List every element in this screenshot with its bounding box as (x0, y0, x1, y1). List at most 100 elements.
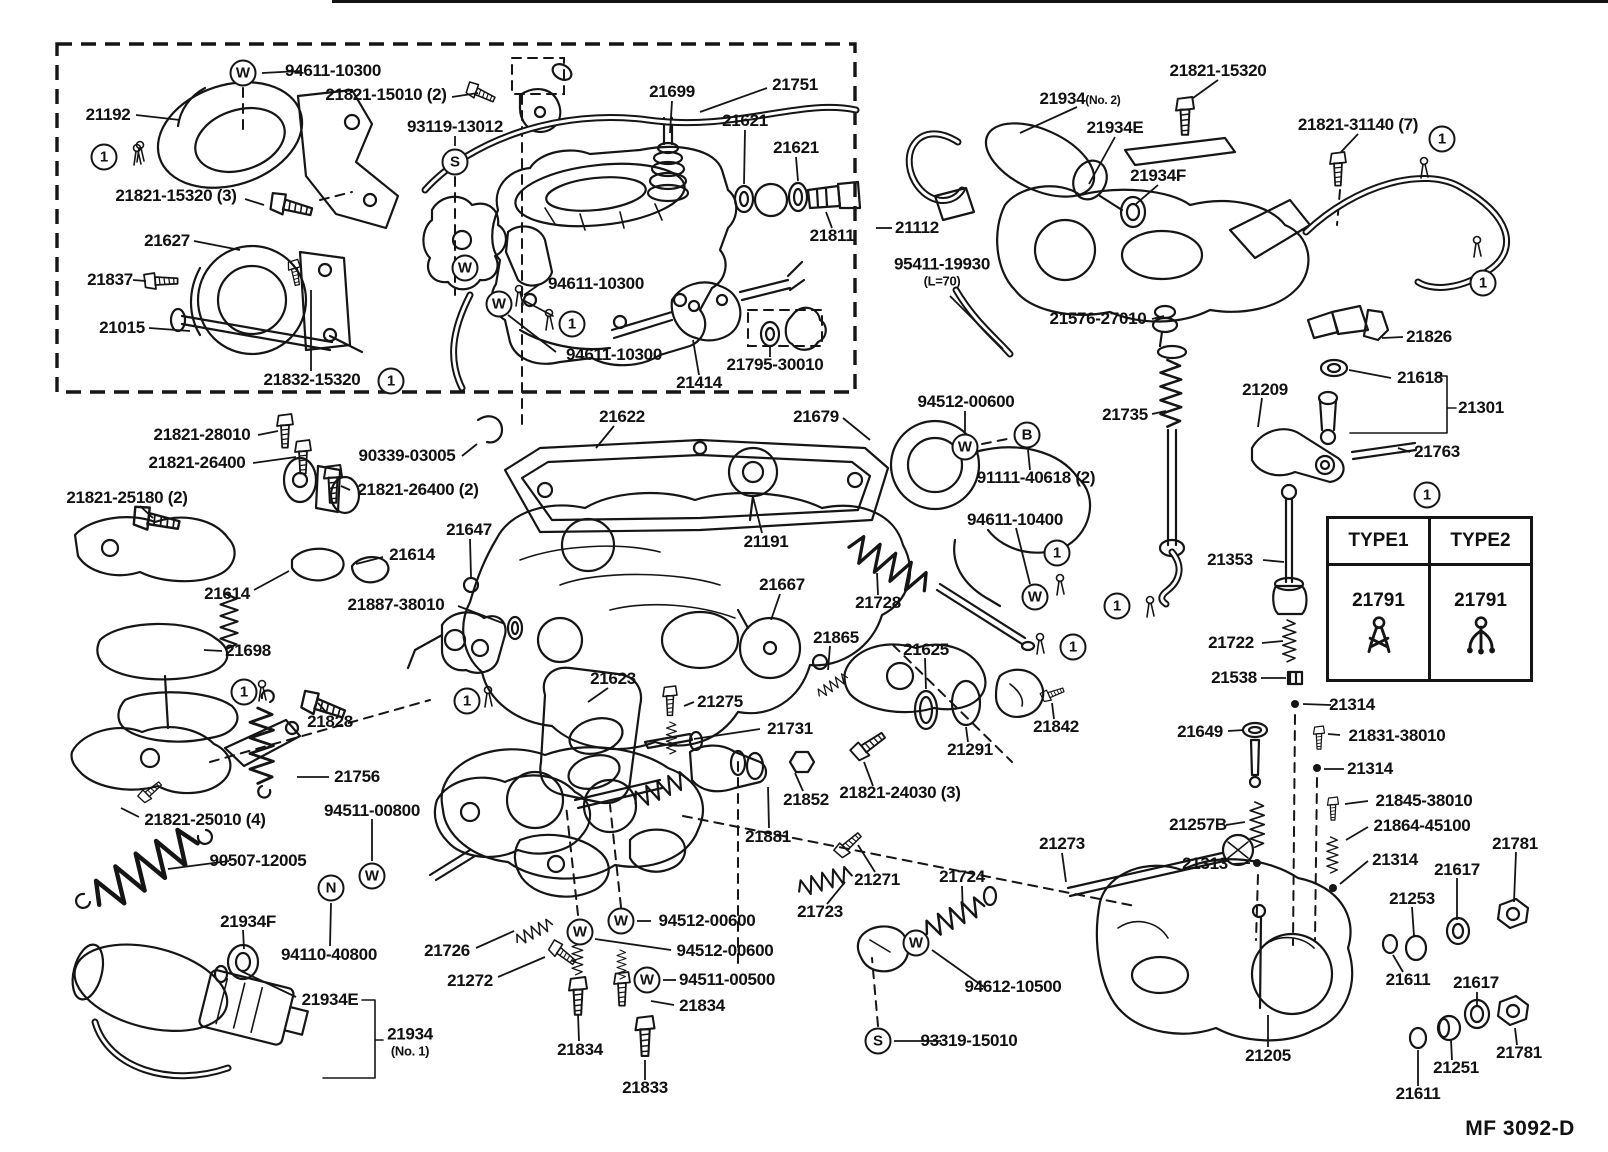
callout-number-1-icon: 1 (453, 687, 481, 715)
part-label: 21811 (809, 226, 855, 246)
part-label: 21832-15320 (263, 370, 361, 390)
part-label: 94611-10300 (548, 274, 644, 294)
part-label: 21699 (649, 82, 695, 102)
part-label: 21649 (1177, 722, 1223, 742)
part-label: 90507-12005 (209, 851, 307, 871)
part-label: 21538 (1211, 668, 1257, 688)
type2-part-number: 21791 (1454, 589, 1507, 611)
part-label: 21821-28010 (153, 425, 251, 445)
part-label: 21735 (1102, 405, 1148, 425)
part-label: 21209 (1242, 380, 1288, 400)
part-label: 21865 (813, 628, 859, 648)
part-label: 21272 (447, 971, 493, 991)
secondary-carburetor-group (905, 96, 1390, 348)
part-label: 93319-15010 (920, 1031, 1018, 1051)
part-label: 21763 (1414, 442, 1460, 462)
callout-letter-n-icon: N (317, 874, 345, 902)
part-label: 21781 (1492, 834, 1538, 854)
power-piston-group (1272, 483, 1308, 686)
part-label: 95411-19930(L=70) (894, 254, 990, 289)
callout-letter-w-icon: W (1021, 583, 1049, 611)
retainer-clip-type1-icon (1367, 615, 1390, 653)
throttle-linkage-group (70, 689, 664, 1079)
callout-number-1-icon: 1 (1428, 125, 1456, 153)
diagram-code: MF 3092-D (1465, 1117, 1575, 1140)
type-table-body-row: 21791 21791 (1329, 566, 1530, 679)
solenoid-valve-group (1156, 344, 1457, 558)
part-label: 21614 (389, 545, 435, 565)
part-label: 21833 (622, 1078, 668, 1098)
part-label: 21821-25180 (2) (66, 488, 188, 508)
part-label: 21205 (1245, 1046, 1291, 1066)
type1-header: TYPE1 (1329, 519, 1431, 563)
part-label: 21887-38010 (347, 595, 445, 615)
part-label: 21934(No. 1) (387, 1024, 433, 1059)
callout-number-1-icon: 1 (90, 143, 118, 171)
part-label: 21314 (1372, 850, 1418, 870)
callout-letter-w-icon: W (633, 966, 661, 994)
callout-letter-w-icon: W (229, 59, 257, 87)
retainer-clip-type2-icon (1466, 615, 1495, 654)
part-label: 21934F (1130, 166, 1186, 186)
part-label: 21617 (1434, 860, 1480, 880)
part-label: 21257B (1169, 815, 1227, 835)
part-label: 21622 (599, 407, 645, 427)
part-label: 21845-38010 (1375, 791, 1473, 811)
callout-letter-w-icon: W (451, 254, 479, 282)
part-label: 93119-13012 (407, 117, 503, 137)
part-label: 21821-25010 (4) (144, 810, 266, 830)
part-label: 21273 (1039, 834, 1085, 854)
callout-letter-w-icon: W (566, 918, 594, 946)
main-carburetor-body-group (428, 419, 1092, 882)
part-label: 21934E (301, 990, 359, 1010)
part-label: 21414 (676, 373, 722, 393)
callout-number-1-icon: 1 (377, 367, 405, 395)
callout-letter-w-icon: W (951, 433, 979, 461)
part-label: 21731 (767, 719, 813, 739)
part-label: 21576-27010 (1049, 309, 1147, 329)
part-label: 21842 (1033, 717, 1079, 737)
vacuum-diaphragm-group (135, 57, 573, 356)
callout-number-1-icon: 1 (1103, 592, 1131, 620)
choke-breaker-group (73, 413, 524, 743)
part-label: 21934F (220, 912, 276, 932)
callout-letter-w-icon: W (485, 290, 513, 318)
part-label: 21611 (1395, 1084, 1441, 1104)
part-label: 21826 (1406, 327, 1452, 347)
part-label: 91111-40618 (2) (976, 468, 1096, 488)
part-label: 94512-00600 (676, 941, 774, 961)
part-label: 21722 (1208, 633, 1254, 653)
part-label: 21271 (854, 870, 900, 890)
part-label: 21015 (99, 318, 145, 338)
part-label: 94512-00600 (658, 911, 756, 931)
callout-number-1-icon: 1 (558, 310, 586, 338)
part-label: 21795-30010 (726, 355, 824, 375)
callout-letter-w-icon: W (607, 907, 635, 935)
part-label: 21781 (1496, 1043, 1542, 1063)
part-label: 21698 (225, 641, 271, 661)
callout-number-1-icon: 1 (230, 678, 258, 706)
part-label: 21625 (903, 640, 949, 660)
part-label: 21864-45100 (1373, 816, 1471, 836)
part-label: 21313 (1182, 854, 1228, 874)
part-label: 21253 (1389, 889, 1435, 909)
part-label: 21618 (1397, 368, 1443, 388)
part-label: 21251 (1433, 1058, 1479, 1078)
part-label: 21627 (144, 231, 190, 251)
part-label: 21647 (446, 520, 492, 540)
part-label: 21191 (743, 532, 789, 552)
part-label: 90339-03005 (358, 446, 456, 466)
part-label: 21834 (557, 1040, 603, 1060)
part-label: 21821-15010 (2) (325, 85, 447, 105)
part-label: 21112 (895, 218, 939, 238)
part-label: 94611-10300 (285, 61, 381, 81)
callout-letter-w-icon: W (358, 862, 386, 890)
part-label: 21623 (590, 669, 636, 689)
part-label: 21821-15320 (1169, 61, 1267, 81)
part-label: 94110-40800 (281, 945, 377, 965)
part-label: 21751 (772, 75, 818, 95)
type1-cell: 21791 (1329, 566, 1431, 679)
part-label: 94611-10400 (967, 510, 1063, 530)
part-label: 21291 (947, 740, 993, 760)
